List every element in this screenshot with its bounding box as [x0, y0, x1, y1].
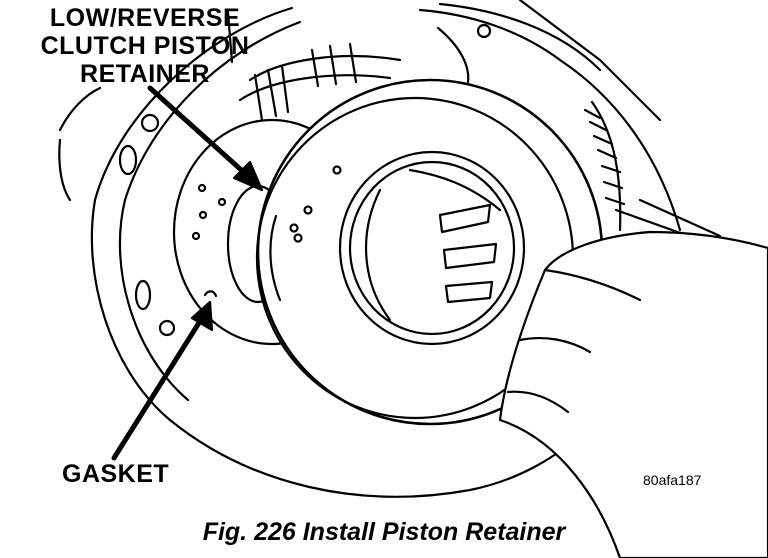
hand — [498, 230, 768, 558]
retainer-label-line2: CLUTCH PISTON — [40, 32, 250, 60]
retainer-label-line3: RETAINER — [80, 60, 210, 88]
figure-code: 80afa187 — [643, 472, 702, 488]
piston-retainer — [255, 78, 604, 426]
gasket-callout-arrow — [111, 300, 214, 461]
inner-splines — [364, 168, 502, 322]
clutch-pack — [238, 26, 722, 242]
transmission-case — [58, 0, 682, 498]
gasket-label: GASKET — [62, 460, 170, 488]
retainer-callout-arrow — [147, 85, 264, 192]
figure-caption: Fig. 226 Install Piston Retainer — [202, 518, 566, 546]
retainer-label: LOW/REVERSE CLUTCH PISTON RETAINER — [30, 6, 260, 90]
retainer-label-line1: LOW/REVERSE — [49, 4, 241, 32]
